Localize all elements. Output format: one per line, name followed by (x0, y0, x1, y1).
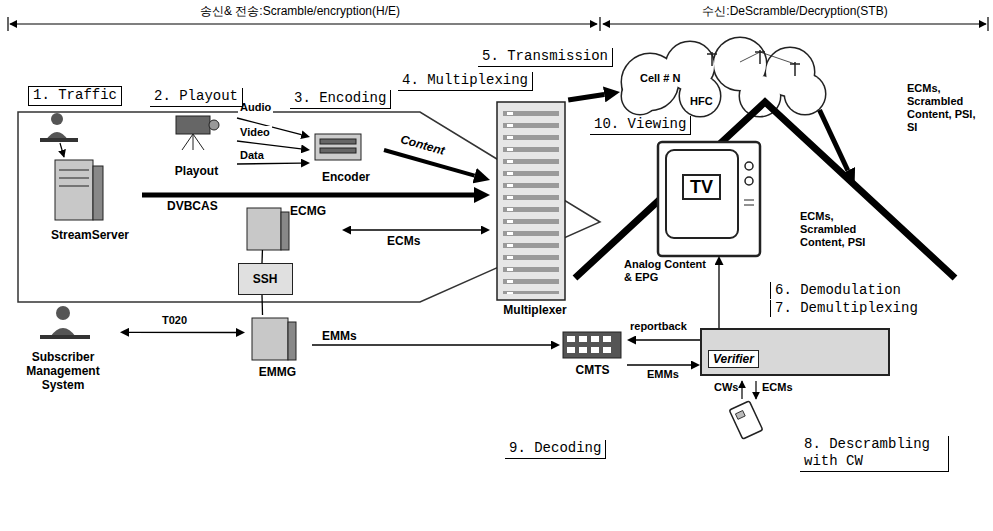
connector (129, 332, 236, 333)
cmts-icon (563, 332, 621, 358)
edge-label: Content (397, 132, 448, 159)
connector (261, 295, 263, 315)
camera-icon (176, 116, 219, 150)
connector (261, 250, 263, 263)
step-label: 10. Viewing (590, 116, 691, 135)
node-text: Encoder (310, 170, 382, 184)
node-text: EMMG (245, 365, 310, 379)
edge-label: Audio (238, 101, 273, 114)
ssh-node: SSH (238, 263, 293, 295)
ecmg-icon (247, 208, 289, 250)
multiplexer-node: Multiplexer (490, 100, 582, 320)
step-label: 4. Multiplexing (398, 72, 533, 91)
emmg-icon (252, 318, 296, 360)
cw-arrows (742, 381, 756, 399)
server-node: StreamServer (40, 150, 142, 250)
edge-label: ECMs (385, 234, 422, 248)
node-text: ECMG (290, 204, 340, 218)
connector (351, 229, 481, 231)
connector (142, 193, 474, 198)
connector (636, 339, 700, 340)
connector (820, 110, 848, 171)
node-text: Subscriber Management System (8, 350, 118, 392)
network-cloud-shape (622, 38, 825, 116)
node-text: CMTS (560, 363, 625, 377)
subscriber-operator (40, 306, 90, 339)
node-text: HFC (690, 95, 730, 108)
edge-label: DVBCAS (165, 199, 220, 213)
edge-label: T020 (160, 314, 189, 327)
section-arrows (8, 17, 988, 31)
node-text: Playout (158, 164, 235, 178)
edge-label: EMMs (645, 368, 681, 381)
cmts-node: CMTS (560, 330, 627, 380)
signal-label: ECMs (762, 381, 793, 394)
node-text: SSH (239, 272, 291, 286)
subscriber-node: Subscriber Management System (8, 304, 120, 400)
node-text: ECMs, Scrambled Content, PSI (800, 210, 872, 249)
encoder-node: Encoder (310, 130, 384, 186)
traffic-operator (40, 113, 78, 157)
node-text: Multiplexer (490, 303, 580, 317)
ecmg-node: ECMG (240, 200, 342, 250)
network-cloud: Cell # N HFC (620, 38, 830, 118)
section-heading: 수신:DeScramble/Decryption(STB) (645, 4, 945, 19)
edge-label: Data (238, 149, 266, 162)
connector (312, 344, 551, 346)
stream-server-icon (55, 160, 103, 220)
edge-label: Analog Content & EPG (622, 258, 714, 284)
step-label: 2. Playout (150, 88, 243, 107)
tv-set: TV (658, 142, 760, 256)
camera-node: Playout (158, 112, 237, 180)
connector (718, 265, 719, 328)
node-text: Cell # N (640, 72, 700, 85)
connector (237, 141, 301, 149)
node-text: TV (682, 174, 721, 200)
node-text: StreamServer (40, 228, 140, 242)
signal-label: CWs (714, 381, 738, 394)
multiplexer-rack (497, 102, 565, 300)
tv-set-drawing (658, 142, 760, 256)
emmg-node: EMMG (245, 315, 312, 385)
step-label: 6. Demodulation (770, 282, 905, 299)
connector (568, 94, 604, 100)
step-label: 7. Demultiplexing (770, 300, 922, 317)
step-label: 9. Decoding (505, 440, 606, 459)
connector (627, 364, 691, 365)
section-heading: 송신& 전송:Scramble/encryption(H/E) (150, 4, 450, 19)
house-roof (575, 102, 955, 278)
set-top-box: Verifier (700, 328, 890, 376)
edge-label: EMMs (320, 329, 359, 343)
encoder-icon (315, 134, 361, 160)
smart-card (729, 401, 762, 439)
step-label: 8. Descrambling with CW (800, 436, 949, 472)
node-text: Verifier (708, 350, 759, 368)
edge-label: ECMs, Scrambled Content, PSI, SI (905, 82, 979, 134)
step-label: 3. Encoding (290, 90, 391, 109)
step-label: 1. Traffic (28, 86, 122, 106)
connector (237, 162, 301, 164)
edge-label: Video (238, 126, 272, 139)
step-label: 5. Transmission (478, 48, 613, 67)
edge-label: reportback (628, 320, 689, 333)
